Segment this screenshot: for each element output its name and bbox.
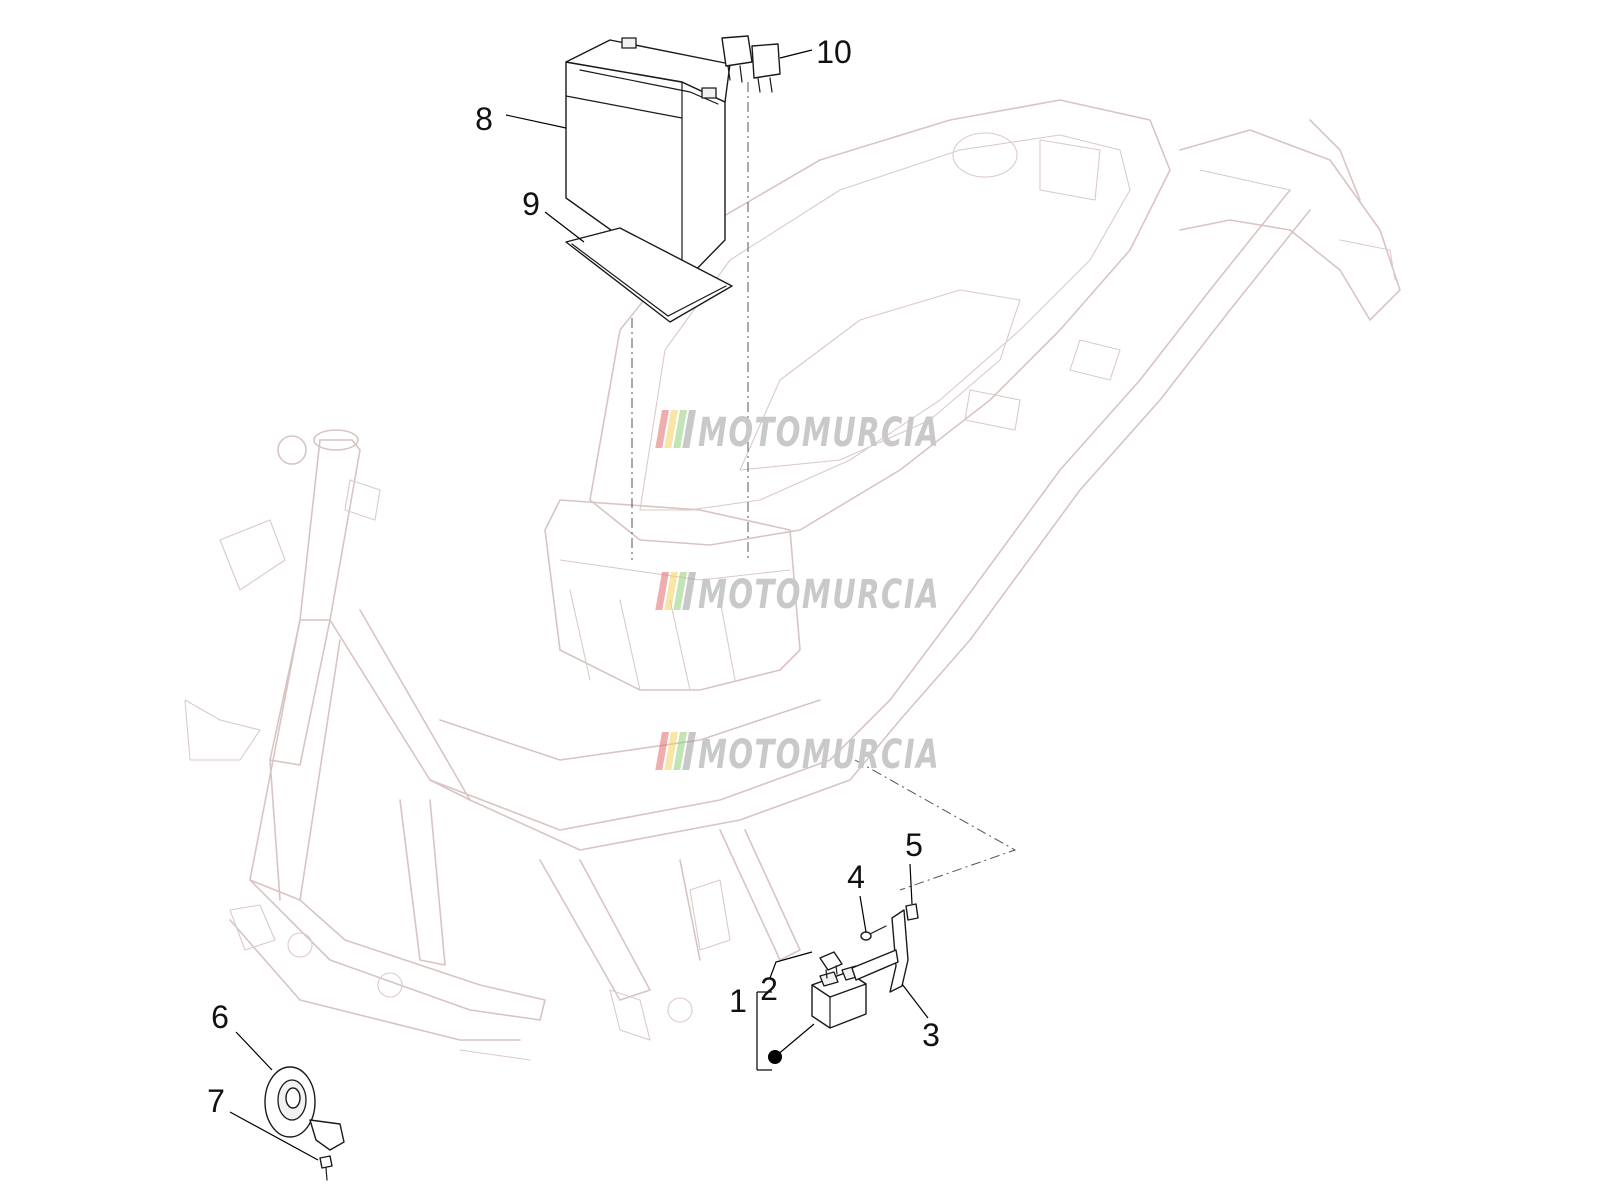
sub-assembly-dot bbox=[768, 1050, 782, 1064]
watermark-stripe bbox=[673, 732, 687, 770]
watermark-stripe bbox=[682, 410, 696, 448]
watermark-1: MOTOMURCIA bbox=[655, 410, 940, 456]
callout-2: 2 bbox=[760, 971, 778, 1007]
part-7-bolt bbox=[319, 1155, 333, 1181]
watermark-stripe bbox=[655, 732, 669, 770]
callout-labels: 8 9 10 1 2 3 4 5 6 7 bbox=[207, 34, 940, 1119]
part-9-battery-pad bbox=[565, 227, 733, 323]
watermark-2: MOTOMURCIA bbox=[655, 572, 940, 618]
callout-1: 1 bbox=[729, 983, 747, 1019]
part-5-clip-nut bbox=[905, 903, 919, 921]
watermark-stripe bbox=[664, 572, 678, 610]
watermark-stripe bbox=[655, 410, 669, 448]
callout-4: 4 bbox=[847, 859, 865, 895]
watermark-text: MOTOMURCIA bbox=[698, 732, 940, 778]
part-8-battery bbox=[565, 37, 731, 283]
watermark-stripe bbox=[682, 732, 696, 770]
watermark-stripe bbox=[682, 572, 696, 610]
watermark-stripe bbox=[664, 732, 678, 770]
leader-lines bbox=[229, 49, 929, 1161]
callout-8: 8 bbox=[475, 101, 493, 137]
callout-3: 3 bbox=[922, 1017, 940, 1053]
watermark-stripe bbox=[673, 410, 687, 448]
watermark-text: MOTOMURCIA bbox=[698, 572, 940, 618]
part-2-fuse bbox=[819, 951, 843, 979]
watermark-stripe bbox=[673, 572, 687, 610]
callout-10: 10 bbox=[816, 34, 852, 70]
watermark-stripe bbox=[664, 410, 678, 448]
callout-6: 6 bbox=[211, 999, 229, 1035]
part-3-bracket bbox=[851, 909, 909, 993]
callout-5: 5 bbox=[905, 827, 923, 863]
assembly-lines bbox=[631, 82, 1017, 891]
watermark-3: MOTOMURCIA bbox=[655, 732, 940, 778]
part-10-relays bbox=[721, 35, 781, 93]
scooter-frame bbox=[184, 99, 1401, 1061]
watermark-stripe bbox=[655, 572, 669, 610]
callout-7: 7 bbox=[207, 1083, 225, 1119]
part-6-horn bbox=[264, 1066, 345, 1151]
callout-9: 9 bbox=[522, 186, 540, 222]
watermark-text: MOTOMURCIA bbox=[698, 410, 940, 456]
